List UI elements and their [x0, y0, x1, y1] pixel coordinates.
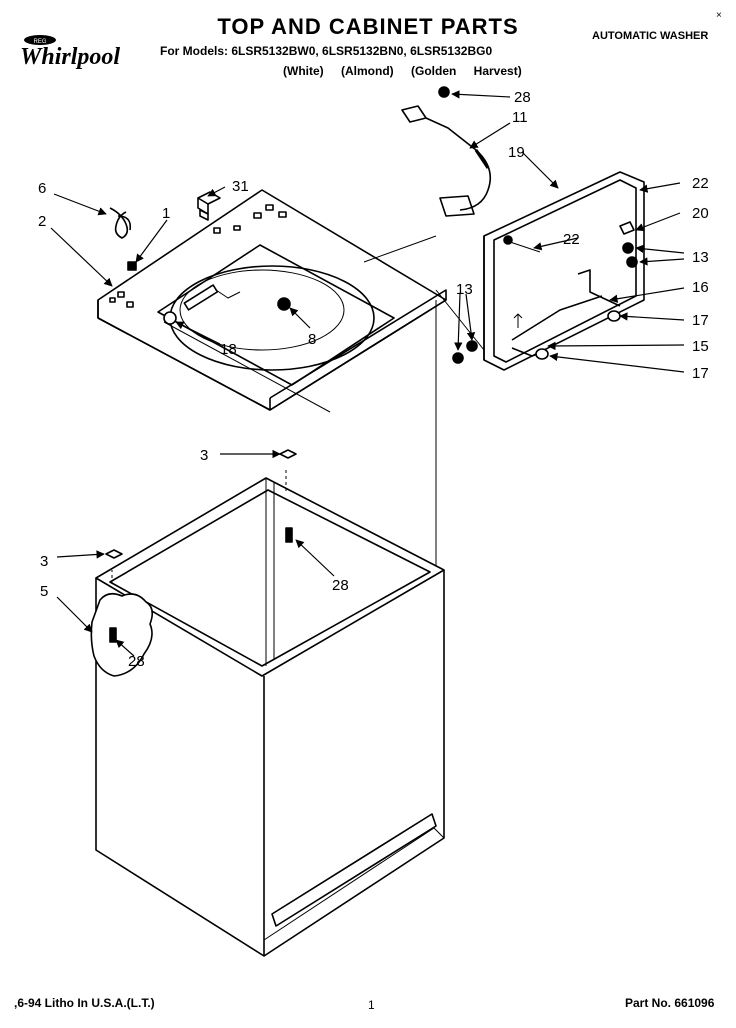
- footer-page-number: 1: [368, 998, 375, 1012]
- whirlpool-logo: REG Whirlpool: [18, 34, 143, 79]
- console-frame: [483, 171, 645, 371]
- callout-13b: 13: [456, 281, 473, 298]
- washer-cabinet: [90, 470, 445, 957]
- callout-11: 11: [512, 109, 528, 126]
- washer-top-panel: [97, 189, 447, 411]
- part-6-clip: [109, 207, 132, 239]
- model-colors: (White) (Almond) (Golden Harvest): [283, 64, 522, 78]
- callout-28b: 28: [332, 577, 349, 594]
- callout-3b: 3: [40, 553, 48, 570]
- callout-6: 6: [38, 180, 46, 197]
- callout-28a: 28: [514, 89, 531, 106]
- part-31-clip: [197, 191, 221, 221]
- color-almond: (Almond): [341, 64, 394, 78]
- color-white: (White): [283, 64, 324, 78]
- callout-18: 18: [220, 341, 237, 358]
- part-8-screw: [277, 297, 291, 311]
- part-11-power-cord: [401, 86, 492, 217]
- appliance-type: AUTOMATIC WASHER: [592, 30, 709, 42]
- callout-19: 19: [508, 144, 525, 161]
- color-golden-harvest: (Golden Harvest): [411, 64, 522, 78]
- part-28-screws: [109, 527, 293, 643]
- corner-mark: ×: [716, 10, 722, 21]
- callout-17b: 17: [692, 365, 709, 382]
- callout-3a: 3: [200, 447, 208, 464]
- footer-part-number: Part No. 661096: [625, 996, 715, 1010]
- part-13-screws: [452, 242, 638, 364]
- callout-15: 15: [692, 338, 709, 355]
- callout-22b: 22: [563, 231, 580, 248]
- model-numbers: For Models: 6LSR5132BW0, 6LSR5132BN0, 6L…: [160, 44, 493, 58]
- callout-22a: 22: [692, 175, 709, 192]
- part-20-retainer: [619, 221, 635, 235]
- callout-labels: 28 11 19 22 20 22 13 16 17 15 17 13 6 31…: [38, 89, 709, 670]
- callout-16: 16: [692, 279, 709, 296]
- part-1-fastener: [127, 261, 137, 271]
- callout-20: 20: [692, 205, 709, 222]
- callout-1: 1: [162, 205, 170, 222]
- footer-litho: ,6-94 Litho In U.S.A.(L.T.): [14, 996, 155, 1010]
- callout-31: 31: [232, 178, 249, 195]
- leader-arrows: [50, 90, 685, 657]
- part-15-hose: [511, 295, 603, 360]
- page-title: TOP AND CABINET PARTS: [217, 14, 519, 39]
- callout-8: 8: [308, 331, 316, 348]
- callout-2: 2: [38, 213, 46, 230]
- part-3-clips: [105, 449, 297, 559]
- callout-28c: 28: [128, 653, 145, 670]
- svg-text:REG: REG: [33, 39, 46, 45]
- callout-17a: 17: [692, 312, 709, 329]
- callout-13a: 13: [692, 249, 709, 266]
- callout-5: 5: [40, 583, 48, 600]
- svg-text:Whirlpool: Whirlpool: [20, 44, 120, 70]
